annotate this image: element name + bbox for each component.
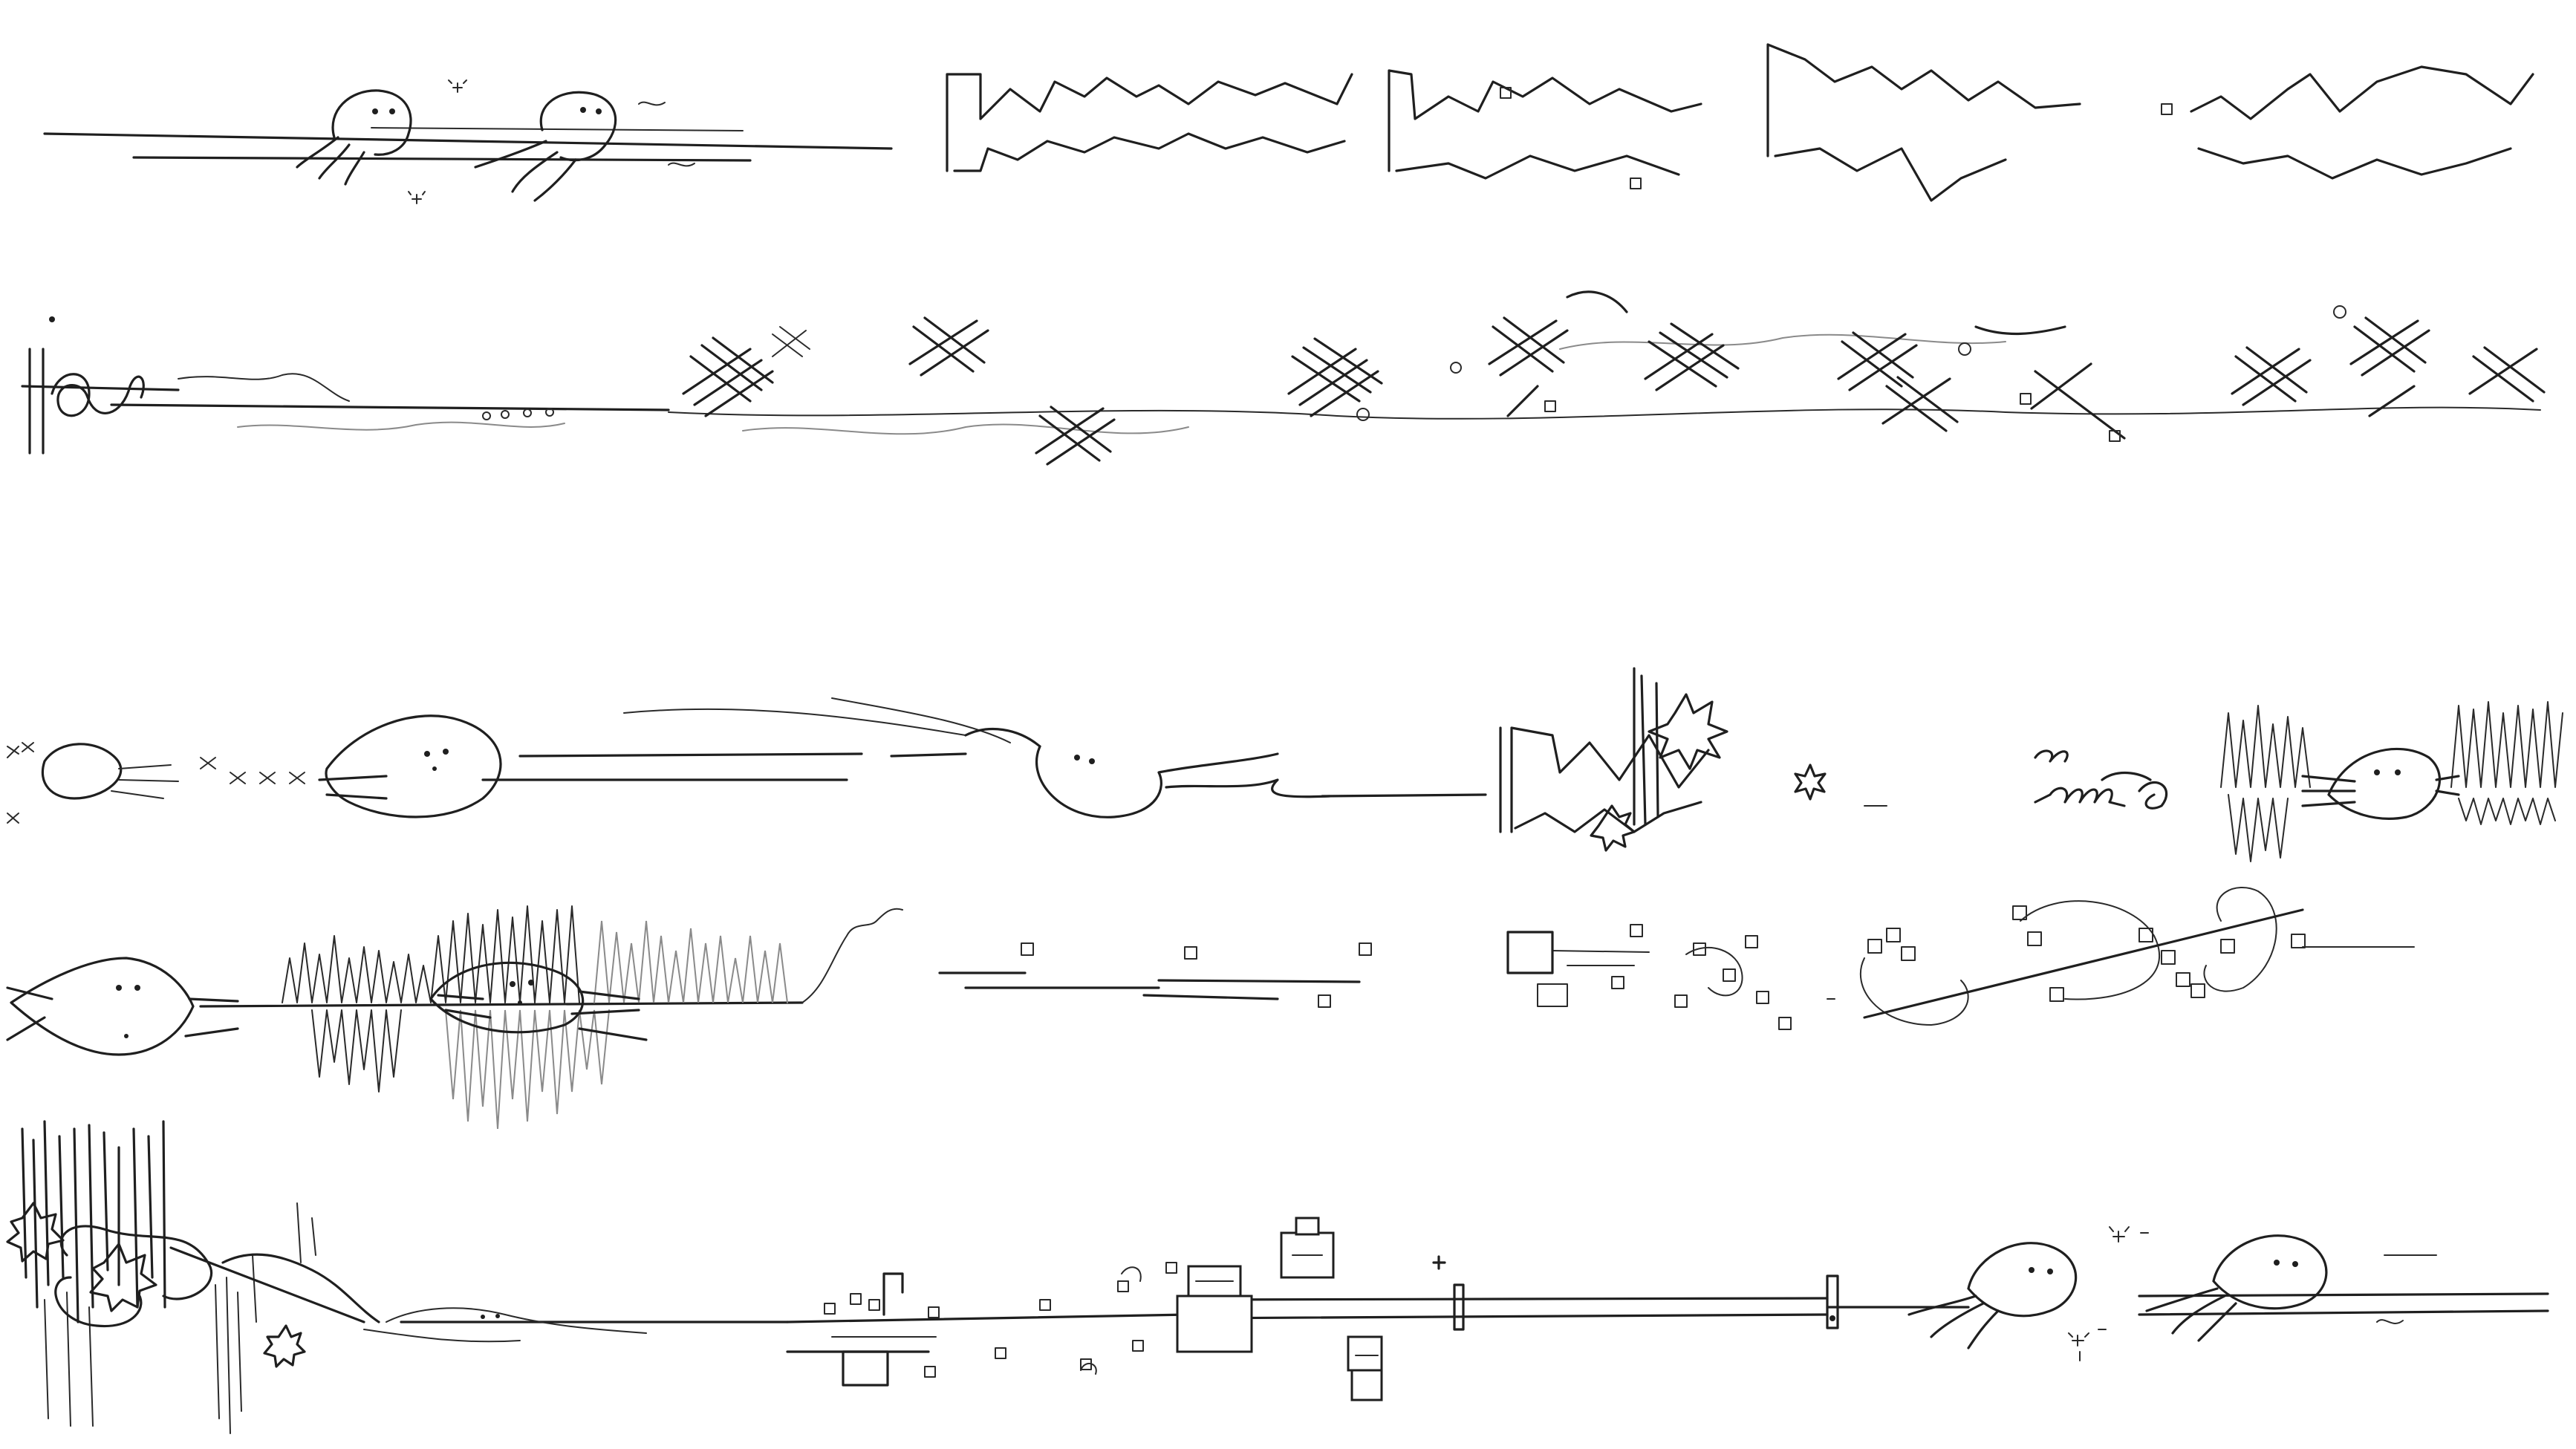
octopus-icon <box>429 961 648 1041</box>
dot-icon <box>482 305 2346 421</box>
spike-cluster-icon <box>21 1120 316 1434</box>
octopus-icon <box>474 91 617 202</box>
crosshatch-cluster-icon <box>200 757 305 784</box>
box-note-icon <box>824 1262 1177 1387</box>
staff-lines <box>43 127 893 162</box>
burst-icon <box>6 1202 306 1368</box>
octopus-icon <box>318 714 848 818</box>
octopus-icon <box>7 742 179 824</box>
glyph-block-icon <box>1499 667 1710 833</box>
glyph-block-icon <box>946 43 2534 202</box>
system-5 <box>6 1120 2549 1434</box>
bar-block-icon <box>1176 1217 1839 1401</box>
sparkle-icon <box>2068 1226 2149 1361</box>
octopus-icon <box>2301 747 2460 820</box>
staff-lines <box>400 1292 2549 1353</box>
system-4 <box>6 887 2415 1130</box>
burst-icon <box>1590 693 1827 852</box>
tilde-icon <box>2376 1254 2437 1324</box>
staff-lines <box>21 385 2541 420</box>
octopus-icon <box>1907 1242 2078 1349</box>
sparkle-icon <box>408 79 467 204</box>
octopus-icon <box>6 957 239 1056</box>
tentacle-wave-icon <box>54 1225 647 1343</box>
system-2 <box>21 290 2546 466</box>
system-3 <box>7 667 2563 862</box>
octopus-icon <box>296 89 412 186</box>
tentacle-wave-icon <box>964 727 1331 818</box>
staff-lines <box>199 946 2415 1008</box>
spike-cluster-icon <box>282 905 903 1130</box>
spike-cluster-icon <box>2220 701 2563 862</box>
staff-lines <box>518 697 1487 798</box>
octopus-icon <box>2145 1234 2328 1342</box>
orbit-loop-icon <box>1685 887 2304 1026</box>
box-note-icon <box>1021 905 2306 1030</box>
crosshatch-cluster-icon <box>682 290 2546 466</box>
tilde-icon <box>638 101 695 167</box>
system-1 <box>43 43 2534 204</box>
loop-icon <box>1864 749 2168 810</box>
wavy-line-icon <box>178 333 2006 435</box>
treble-squiggle-icon <box>28 316 145 455</box>
